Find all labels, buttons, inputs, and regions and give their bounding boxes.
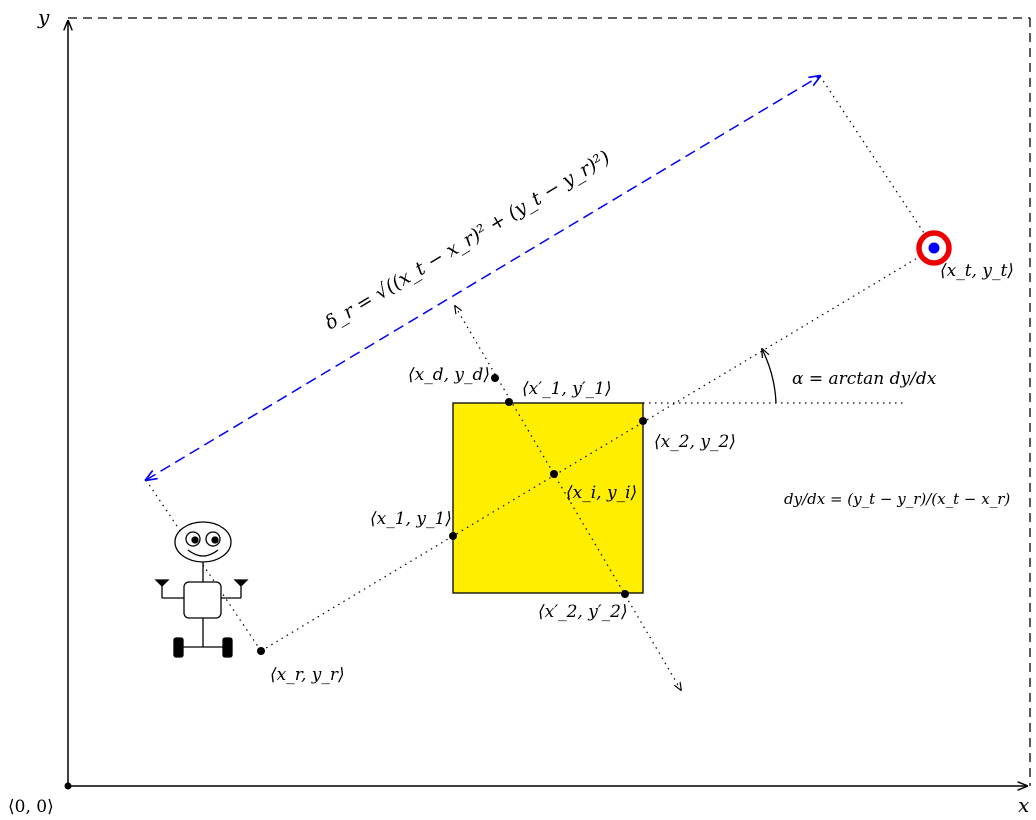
angle-formula: α = arctan dy/dx (792, 369, 937, 389)
robot-point (257, 647, 265, 655)
angle-arc (762, 349, 777, 404)
p2-point (639, 417, 647, 425)
p1-prime-point (505, 398, 513, 406)
points (257, 374, 647, 655)
distance-arrow (146, 76, 820, 480)
robot-figure-icon (154, 521, 249, 658)
detour-label: ⟨x_d, y_d⟩ (408, 365, 490, 385)
perpendicular-line (455, 306, 681, 690)
distance-extension-end (819, 75, 935, 249)
x-axis-label: x (1018, 793, 1029, 817)
p2-prime-label: ⟨x′_2, y′_2⟩ (538, 602, 628, 622)
distance-formula: δ_r = √((x_t − x_r)² + (y_t − y_r)²) (321, 146, 614, 334)
p1-prime-label: ⟨x′_1, y′_1⟩ (522, 379, 612, 399)
p1-label: ⟨x_1, y_1⟩ (370, 509, 452, 529)
intersection-label: ⟨x_i, y_i⟩ (566, 483, 637, 503)
target-label: ⟨x_t, y_t⟩ (940, 261, 1014, 281)
axes: x y ⟨0, 0⟩ (8, 5, 1029, 817)
intersection-point (550, 470, 558, 478)
slope-formula: dy/dx = (y_t − y_r)/(x_t − x_r) (784, 490, 1010, 508)
y-axis-label: y (37, 5, 50, 29)
p1-point (449, 532, 457, 540)
p2-prime-point (621, 590, 629, 598)
origin-dot (64, 782, 72, 790)
detour-point (491, 374, 499, 382)
p2-label: ⟨x_2, y_2⟩ (654, 432, 736, 452)
point-labels: ⟨x_r, y_r⟩ ⟨x_t, y_t⟩ ⟨x_1, y_1⟩ ⟨x_2, y… (270, 261, 1014, 685)
frame (68, 17, 1031, 786)
origin-label: ⟨0, 0⟩ (8, 797, 54, 817)
bullseye-target-icon (916, 230, 952, 266)
robot-label: ⟨x_r, y_r⟩ (270, 665, 345, 685)
